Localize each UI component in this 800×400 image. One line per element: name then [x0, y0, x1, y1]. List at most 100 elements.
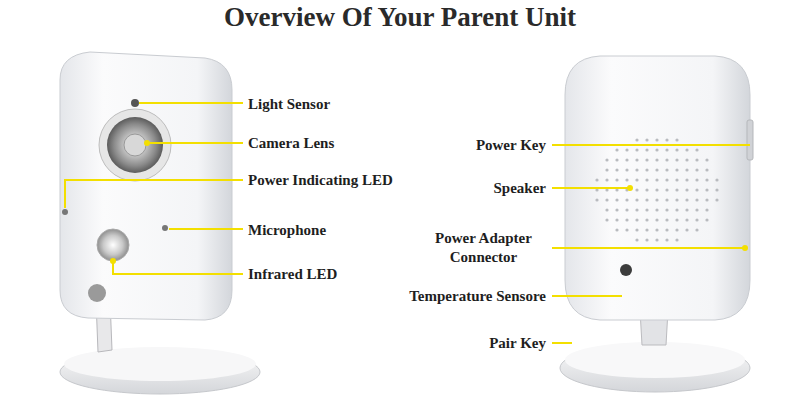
grille-dot	[605, 218, 608, 221]
grille-dot	[645, 208, 648, 211]
grille-dot	[695, 188, 698, 191]
grille-dot	[625, 198, 628, 201]
grille-dot	[685, 158, 688, 161]
grille-dot	[655, 188, 658, 191]
grille-dot	[685, 208, 688, 211]
grille-dot	[705, 218, 708, 221]
grille-dot	[665, 238, 668, 241]
grille-dot	[615, 198, 618, 201]
grille-dot	[635, 158, 638, 161]
grille-dot	[615, 208, 618, 211]
diagram-title: Overview Of Your Parent Unit	[0, 2, 800, 33]
part-label: Speaker	[494, 179, 547, 198]
grille-dot	[675, 198, 678, 201]
grille-dot	[605, 178, 608, 181]
part-label: Power Key	[476, 136, 546, 155]
grille-dot	[685, 218, 688, 221]
grille-dot	[655, 158, 658, 161]
grille-dot	[665, 148, 668, 151]
grille-dot	[675, 218, 678, 221]
grille-dot	[675, 138, 678, 141]
grille-dot	[605, 198, 608, 201]
grille-dot	[685, 148, 688, 151]
grille-dot	[705, 198, 708, 201]
grille-dot	[615, 158, 618, 161]
grille-dot	[705, 168, 708, 171]
grille-dot	[595, 178, 598, 181]
grille-dot	[645, 218, 648, 221]
grille-dot	[605, 208, 608, 211]
grille-dot	[675, 158, 678, 161]
grille-dot	[625, 218, 628, 221]
part-label: Light Sensor	[248, 95, 330, 114]
grille-dot	[635, 198, 638, 201]
grille-dot	[635, 228, 638, 231]
grille-dot	[685, 228, 688, 231]
grille-dot	[685, 198, 688, 201]
grille-dot	[705, 178, 708, 181]
grille-dot	[655, 228, 658, 231]
part-label: Microphone	[248, 221, 326, 240]
grille-dot	[635, 168, 638, 171]
grille-dot	[675, 208, 678, 211]
grille-dot	[635, 218, 638, 221]
grille-dot	[665, 218, 668, 221]
grille-dot	[595, 198, 598, 201]
grille-dot	[715, 188, 718, 191]
grille-dot	[675, 178, 678, 181]
grille-dot	[655, 208, 658, 211]
grille-dot	[705, 208, 708, 211]
part-label: Camera Lens	[248, 134, 334, 153]
grille-dot	[665, 208, 668, 211]
grille-dot	[705, 188, 708, 191]
grille-dot	[625, 228, 628, 231]
grille-dot	[645, 158, 648, 161]
grille-dot	[625, 178, 628, 181]
grille-dot	[695, 178, 698, 181]
grille-dot	[615, 148, 618, 151]
grille-dot	[675, 228, 678, 231]
grille-dot	[615, 168, 618, 171]
grille-dot	[645, 228, 648, 231]
grille-dot	[665, 158, 668, 161]
grille-dot	[705, 158, 708, 161]
grille-dot	[675, 168, 678, 171]
grille-dot	[645, 188, 648, 191]
grille-dot	[655, 168, 658, 171]
grille-dot	[625, 148, 628, 151]
grille-dot	[685, 178, 688, 181]
grille-dot	[655, 218, 658, 221]
grille-dot	[665, 198, 668, 201]
grille-dot	[675, 238, 678, 241]
grille-dot	[715, 178, 718, 181]
grille-dot	[635, 188, 638, 191]
part-label: Infrared LED	[248, 265, 337, 284]
grille-dot	[625, 168, 628, 171]
grille-dot	[655, 198, 658, 201]
grille-dot	[665, 168, 668, 171]
grille-dot	[665, 178, 668, 181]
grille-dot	[615, 228, 618, 231]
grille-dot	[695, 218, 698, 221]
grille-dot	[625, 158, 628, 161]
grille-dot	[695, 168, 698, 171]
grille-dot	[645, 198, 648, 201]
part-label: Pair Key	[489, 334, 546, 353]
grille-dot	[695, 158, 698, 161]
grille-dot	[645, 138, 648, 141]
grille-dot	[635, 148, 638, 151]
grille-dot	[665, 188, 668, 191]
part-label: Temperature Sensore	[409, 287, 546, 306]
grille-dot	[625, 208, 628, 211]
grille-dot	[615, 218, 618, 221]
grille-dot	[695, 208, 698, 211]
grille-dot	[645, 238, 648, 241]
grille-dot	[665, 228, 668, 231]
grille-dot	[695, 228, 698, 231]
grille-dot	[655, 238, 658, 241]
grille-dot	[685, 188, 688, 191]
grille-dot	[685, 168, 688, 171]
grille-dot	[635, 178, 638, 181]
grille-dot	[655, 178, 658, 181]
